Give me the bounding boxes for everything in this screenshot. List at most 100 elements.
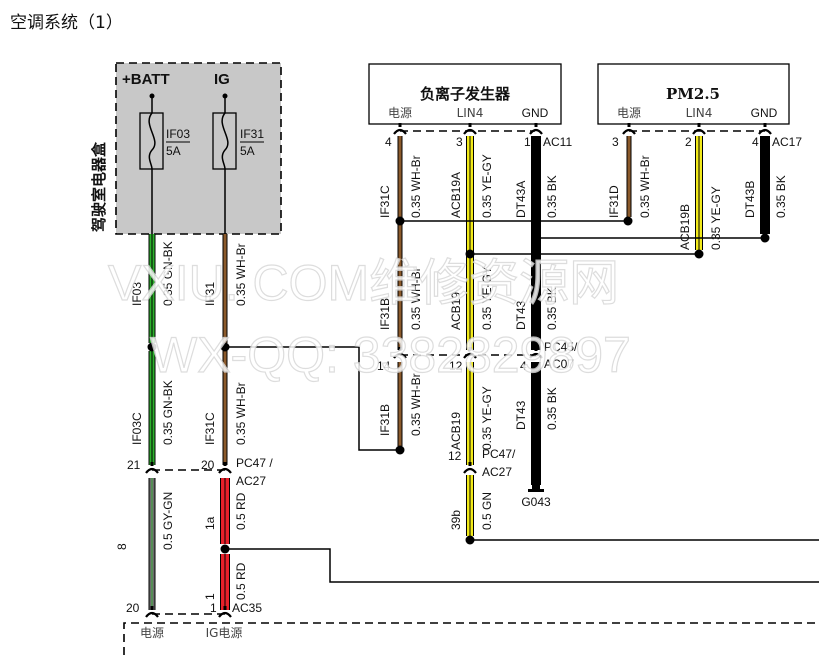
fuse-if03-rating: 5A <box>166 144 181 158</box>
connector-terminal-icon <box>218 467 232 474</box>
wire-circuit-label: 1 <box>203 593 217 600</box>
wire-circuit-label: ACB19B <box>678 204 692 250</box>
wire-circuit-label: IF31 <box>203 282 217 306</box>
wire-circuit-label: 8 <box>115 543 129 550</box>
ig-supply-label: IG <box>214 71 230 88</box>
pc45-name2: AC07 <box>544 357 574 371</box>
pm25-pin-label-power: 电源 <box>617 106 641 120</box>
connector-terminal-icon <box>692 128 706 135</box>
wire-circuit-label: IF31C <box>378 185 392 218</box>
wire-spec-label: 0.35 WH-Br <box>409 373 423 436</box>
connector-pin-icon <box>223 606 227 610</box>
ion-connector: AC11 <box>543 135 572 149</box>
wire-circuit-label: IF31B <box>378 404 392 436</box>
component-pm25: PM2.5 电源 LIN4 GND <box>597 63 790 125</box>
pc45-pin-12: 12 <box>449 359 463 373</box>
pm25-name: PM2.5 <box>666 85 720 103</box>
fuse-box: +BATT IG 驾驶室电器盒 IF03 5A IF31 5A <box>90 62 282 235</box>
wire-circuit-label: 1a <box>203 516 217 530</box>
wire-spec-label: 0.35 GN-BK <box>161 380 175 445</box>
wire-spec-label: 0.35 YE-GY <box>709 186 723 250</box>
ion-pin-label-lin: LIN4 <box>457 106 484 120</box>
connector-pin-icon <box>627 123 631 127</box>
ion-pin-label-power: 电源 <box>388 106 412 120</box>
wire-spec-label: 0.35 YE-GY <box>480 154 494 218</box>
connector-pin-icon <box>223 462 227 466</box>
wire-spec-label: 0.35 BK <box>545 387 559 430</box>
wire-spec-label: 0.35 WH-Br <box>234 243 248 306</box>
wire-spec-label: 0.35 WH-Br <box>234 382 248 445</box>
wire-spec-label: 0.35 WH-Br <box>409 155 423 218</box>
pc47-mid-name2: AC27 <box>482 465 512 479</box>
page-title: 空调系统（1） <box>10 13 123 33</box>
wire-circuit-label: IF31B <box>378 298 392 330</box>
watermark-line2: WX-QQ: 3382829897 <box>150 327 631 383</box>
pm25-pin-gnd-num: 4 <box>752 135 759 149</box>
connector-pin-icon <box>468 123 472 127</box>
wire-circuit-label: ACB19 <box>449 292 463 330</box>
wire-circuit-label: IF31C <box>203 412 217 445</box>
wire-spec-label: 0.5 GY-GN <box>161 492 175 550</box>
wire-circuit-label: DT43 <box>514 300 528 330</box>
fuse-box-name: 驾驶室电器盒 <box>90 141 108 232</box>
wire-circuit-label: DT43B <box>743 181 757 218</box>
connector-terminal-icon <box>529 352 543 359</box>
pm25-pin-lin-num: 2 <box>685 135 692 149</box>
ac35-label-power: 电源 <box>140 626 164 640</box>
connector-pin-icon <box>468 462 472 466</box>
pc47-mid-name: PC47/ <box>482 447 516 461</box>
ion-generator-name: 负离子发生器 <box>420 85 511 103</box>
ion-pin-lin-num: 3 <box>456 135 463 149</box>
pc47-left-name: PC47 / <box>236 456 273 470</box>
pm25-pin-label-gnd: GND <box>751 106 778 120</box>
pc45-pin-4: 4 <box>520 359 527 373</box>
connector-terminal-icon <box>622 128 636 135</box>
connector-pin-icon <box>763 123 767 127</box>
component-ion-generator: 负离子发生器 电源 LIN4 GND <box>368 63 562 125</box>
wire-circuit-label: IF03 <box>130 282 144 306</box>
pm25-pin-label-lin: LIN4 <box>686 106 713 120</box>
wires <box>148 136 770 610</box>
connector-terminal-icon <box>145 467 159 474</box>
connector-terminal-icon <box>463 128 477 135</box>
wire-spec-label: 0.5 RD <box>234 562 248 600</box>
fuse-if03-name: IF03 <box>166 127 190 141</box>
wire-circuit-label: ACB19A <box>449 172 463 218</box>
wire-circuit-label: DT43 <box>514 400 528 430</box>
pc45-pin-14: 14 <box>377 359 391 373</box>
wire-spec-label: 0.35 GN-BK <box>161 241 175 306</box>
wire-circuit-label: 39b <box>449 510 463 530</box>
ion-pin-power-num: 4 <box>385 135 392 149</box>
wire-spec-label: 0.35 YE-GY <box>480 386 494 450</box>
wire-spec-label: 0.35 BK <box>545 175 559 218</box>
fuse-if31-name: IF31 <box>240 127 264 141</box>
connector-terminal-icon <box>393 128 407 135</box>
pc45-name: PC45/ <box>544 340 578 354</box>
ground-icon <box>528 485 544 492</box>
pc47-mid-pin: 12 <box>448 449 462 463</box>
wire-spec-label: 0.35 YE-GY <box>480 266 494 330</box>
connector-terminal-icon <box>218 611 232 618</box>
ac35-pin-1: 1 <box>210 601 217 615</box>
connector-terminal-icon <box>145 611 159 618</box>
watermark-line1: VXIU. COM维修资源网 <box>108 255 619 311</box>
ion-pin-gnd-num: 1 <box>524 135 531 149</box>
ion-pin-label-gnd: GND <box>522 106 549 120</box>
batt-supply-label: +BATT <box>122 71 170 88</box>
pc47-left-pin-21: 21 <box>127 458 141 472</box>
connector-pin-icon <box>150 462 154 466</box>
wire-circuit-label: DT43A <box>514 181 528 218</box>
connector-terminal-icon <box>529 128 543 135</box>
connector-pin-icon <box>697 123 701 127</box>
wire-spec-label: 0.5 RD <box>234 492 248 530</box>
connector-pin-icon <box>534 123 538 127</box>
pc47-left-pin-20: 20 <box>201 458 215 472</box>
splice-points <box>147 216 770 554</box>
connector-terminal-icon <box>463 467 477 474</box>
wire-circuit-label: IF31D <box>607 185 621 218</box>
connector-pin-icon <box>398 347 402 351</box>
connector-pin-icon <box>398 123 402 127</box>
ac35-label-ig-power: IG电源 <box>206 626 243 640</box>
wire-circuit-label: ACB19 <box>449 412 463 450</box>
